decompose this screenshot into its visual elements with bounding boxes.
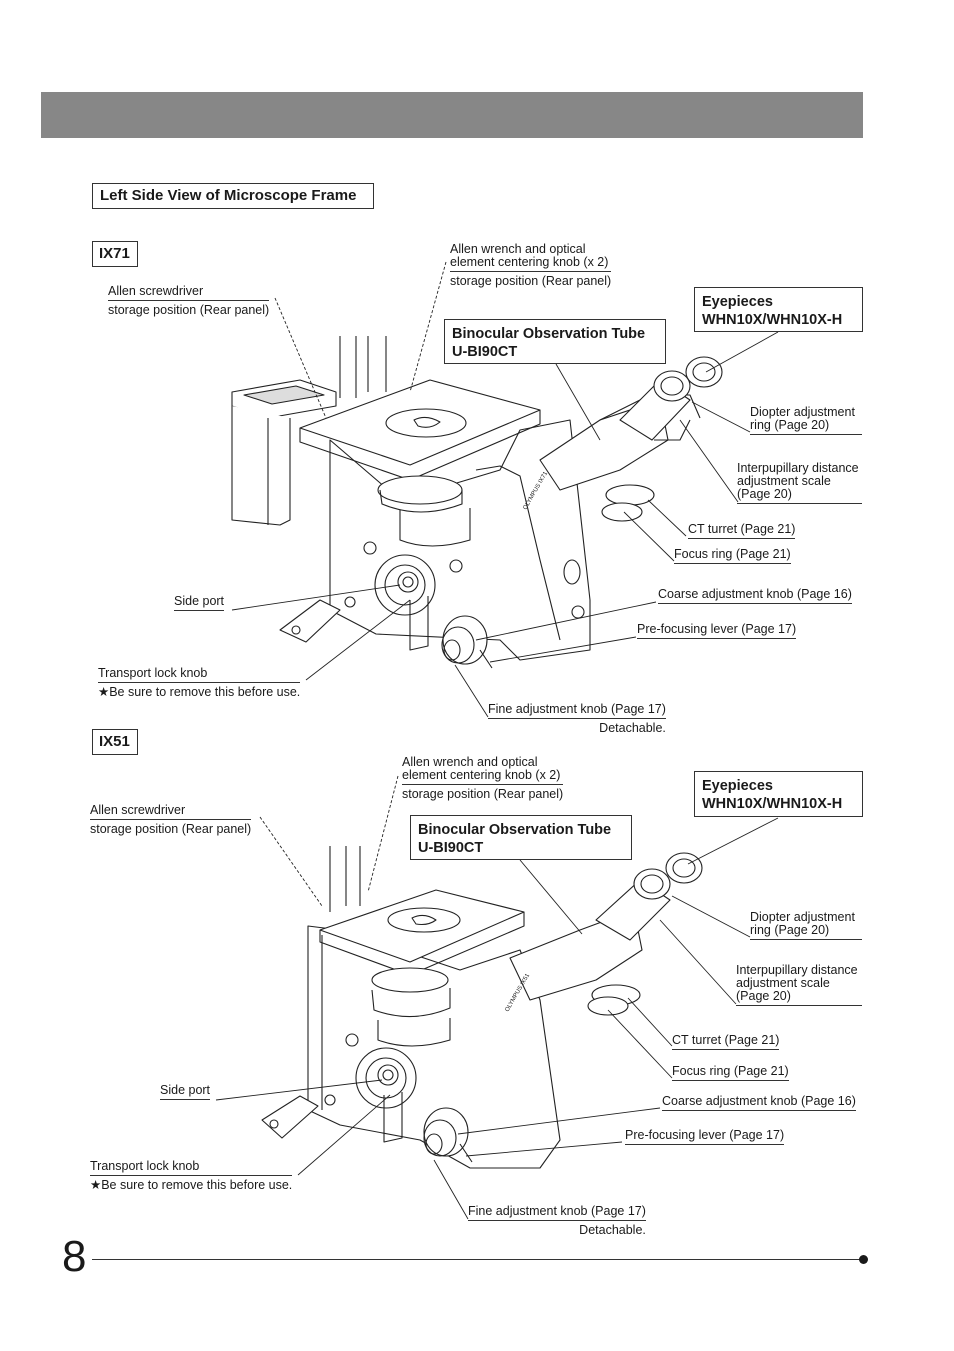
ix51-model-tag: IX51 bbox=[92, 729, 138, 755]
label-line: ring (Page 20) bbox=[750, 924, 862, 940]
label-line: ★Be sure to remove this before use. bbox=[90, 1178, 293, 1192]
ix51-tube-box: Binocular Observation Tube U-BI90CT bbox=[410, 815, 632, 860]
label-line: storage position (Rear panel) bbox=[402, 787, 564, 801]
label-line: Allen screwdriver bbox=[108, 285, 270, 301]
ix51-transport-lock-label: Transport lock knob ★Be sure to remove t… bbox=[90, 1160, 293, 1192]
label-line: ring (Page 20) bbox=[750, 419, 862, 435]
ix51-allen-screwdriver-label: Allen screwdriver storage position (Rear… bbox=[90, 804, 252, 836]
label-line: Diopter adjustment bbox=[750, 910, 855, 924]
label-line: ★Be sure to remove this before use. bbox=[98, 685, 301, 699]
label-line: Diopter adjustment bbox=[750, 405, 855, 419]
label-line: Binocular Observation Tube bbox=[452, 326, 646, 342]
footer-rule bbox=[92, 1259, 862, 1260]
ix71-allen-wrench-label: Allen wrench and optical element centeri… bbox=[450, 242, 612, 288]
ix71-transport-lock-label: Transport lock knob ★Be sure to remove t… bbox=[98, 667, 301, 699]
ix71-diopter-label: Diopter adjustment ring (Page 20) bbox=[750, 406, 862, 435]
ix71-allen-screwdriver-label: Allen screwdriver storage position (Rear… bbox=[108, 285, 270, 317]
label-line: Allen wrench and optical bbox=[450, 242, 586, 256]
ix71-coarse-knob-label: Coarse adjustment knob (Page 16) bbox=[658, 588, 852, 604]
label-line: storage position (Rear panel) bbox=[450, 274, 612, 288]
label-line: Eyepieces bbox=[702, 294, 773, 310]
ix51-fine-knob-label: Fine adjustment knob (Page 17) Detachabl… bbox=[468, 1205, 646, 1237]
ix71-focus-ring-label: Focus ring (Page 21) bbox=[674, 548, 791, 564]
ix51-side-port-label: Side port bbox=[160, 1084, 211, 1100]
label-line: storage position (Rear panel) bbox=[90, 822, 252, 836]
label-line: Eyepieces bbox=[702, 778, 773, 794]
label-line: Interpupillary distance bbox=[737, 461, 859, 475]
label-line: Allen wrench and optical bbox=[402, 755, 538, 769]
ix71-side-port-label: Side port bbox=[174, 595, 225, 611]
ix71-eyepieces-box: Eyepieces WHN10X/WHN10X-H bbox=[694, 287, 863, 332]
ix71-ct-turret-label: CT turret (Page 21) bbox=[688, 523, 796, 539]
ix51-allen-wrench-label: Allen wrench and optical element centeri… bbox=[402, 755, 564, 801]
label-line: (Page 20) bbox=[737, 488, 862, 504]
ix51-prefocus-lever-label: Pre-focusing lever (Page 17) bbox=[625, 1129, 785, 1145]
ix51-diopter-label: Diopter adjustment ring (Page 20) bbox=[750, 911, 862, 940]
ix51-interpupillary-label: Interpupillary distance adjustment scale… bbox=[736, 964, 862, 1006]
label-line: Interpupillary distance bbox=[736, 963, 858, 977]
section-title: Left Side View of Microscope Frame bbox=[92, 183, 374, 209]
label-line: adjustment scale bbox=[737, 474, 831, 488]
page-number: 8 bbox=[62, 1232, 87, 1281]
label-line: adjustment scale bbox=[736, 976, 830, 990]
label-line: (Page 20) bbox=[736, 990, 862, 1006]
ix71-interpupillary-label: Interpupillary distance adjustment scale… bbox=[737, 462, 862, 504]
label-line: Fine adjustment knob (Page 17) bbox=[488, 703, 666, 719]
ix51-eyepieces-box: Eyepieces WHN10X/WHN10X-H bbox=[694, 771, 863, 817]
label-line: Detachable. bbox=[579, 1223, 646, 1237]
label-line: Binocular Observation Tube bbox=[418, 822, 612, 838]
label-line: U-BI90CT bbox=[418, 840, 484, 856]
ix51-microscope-drawing: OLYMPUS IX51 bbox=[261, 846, 703, 1169]
label-line: WHN10X/WHN10X-H bbox=[702, 796, 843, 812]
label-line: Detachable. bbox=[599, 721, 666, 735]
label-line: element centering knob (x 2) bbox=[402, 769, 564, 785]
footer-dot bbox=[859, 1255, 868, 1264]
label-line: Fine adjustment knob (Page 17) bbox=[468, 1205, 646, 1221]
ix51-coarse-knob-label: Coarse adjustment knob (Page 16) bbox=[662, 1095, 856, 1111]
ix71-prefocus-lever-label: Pre-focusing lever (Page 17) bbox=[637, 623, 797, 639]
label-line: storage position (Rear panel) bbox=[108, 303, 270, 317]
label-line: WHN10X/WHN10X-H bbox=[702, 312, 843, 328]
ix51-ct-turret-label: CT turret (Page 21) bbox=[672, 1034, 780, 1050]
ix71-microscope-drawing: OLYMPUS IX71 bbox=[231, 336, 723, 669]
label-line: U-BI90CT bbox=[452, 344, 518, 360]
label-line: Transport lock knob bbox=[98, 667, 301, 683]
ix71-tube-box: Binocular Observation Tube U-BI90CT bbox=[444, 319, 666, 364]
label-line: element centering knob (x 2) bbox=[450, 256, 612, 272]
label-line: Allen screwdriver bbox=[90, 804, 252, 820]
header-bar bbox=[41, 92, 863, 138]
ix51-focus-ring-label: Focus ring (Page 21) bbox=[672, 1065, 789, 1081]
ix71-model-tag: IX71 bbox=[92, 241, 138, 267]
label-line: Transport lock knob bbox=[90, 1160, 293, 1176]
ix71-fine-knob-label: Fine adjustment knob (Page 17) Detachabl… bbox=[488, 703, 666, 735]
